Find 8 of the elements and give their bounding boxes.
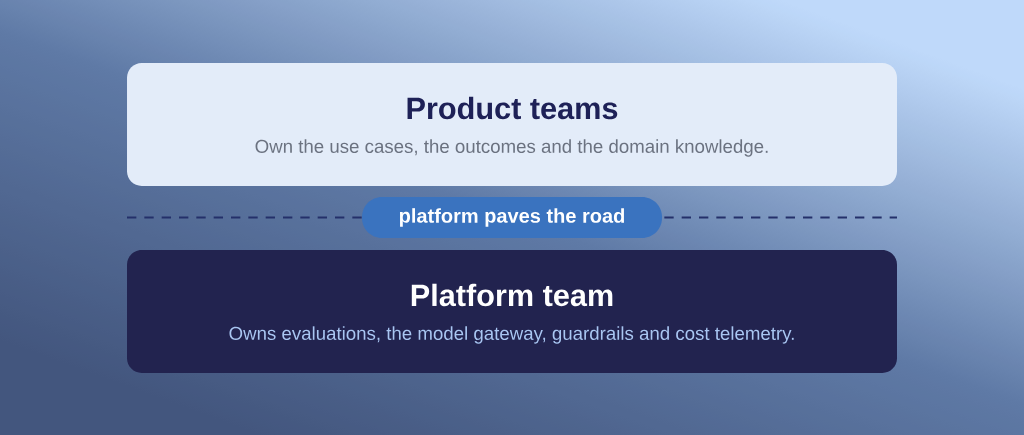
box-heading: Product teams [407, 96, 618, 120]
tag-label: platform paves the road [399, 208, 624, 227]
box-description: Own the use cases, the outcomes and the domain knowledge. [255, 139, 768, 157]
box-description: Owns evaluations, the model gateway, guardrails and cost telemetry. [229, 326, 794, 344]
tag-pill [362, 197, 662, 238]
info-box [127, 63, 897, 186]
info-box [127, 250, 897, 373]
box-heading: Platform team [411, 283, 613, 307]
